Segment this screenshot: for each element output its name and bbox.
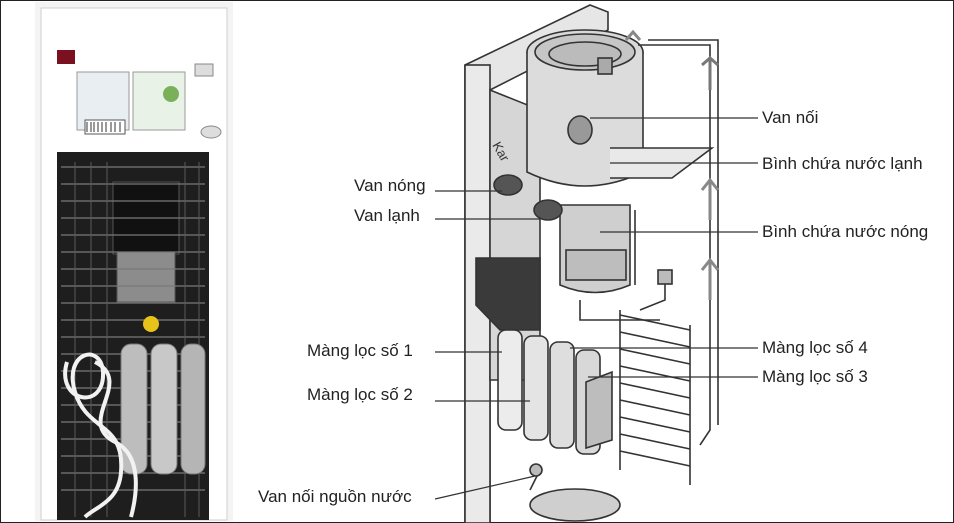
water-purifier-photo: [35, 2, 233, 521]
label-mang-loc-1: Màng lọc số 1: [307, 341, 413, 360]
label-mang-loc-2: Màng lọc số 2: [307, 385, 413, 404]
label-van-lanh: Van lạnh: [354, 206, 420, 225]
water-purifier-diagram: Kar: [434, 4, 758, 523]
label-van-noi: Van nối: [762, 108, 819, 127]
label-binh-chua-nuoc-nong: Bình chứa nước nóng: [762, 222, 929, 241]
label-binh-chua-nuoc-lanh: Bình chứa nước lạnh: [762, 154, 923, 173]
label-van-noi-nguon-nuoc: Van nối nguồn nước: [258, 487, 412, 506]
label-mang-loc-4: Màng lọc số 4: [762, 338, 868, 357]
label-mang-loc-3: Màng lọc số 3: [762, 367, 868, 386]
label-van-nong: Van nóng: [354, 176, 426, 195]
power-indicator-icon: [57, 50, 75, 64]
